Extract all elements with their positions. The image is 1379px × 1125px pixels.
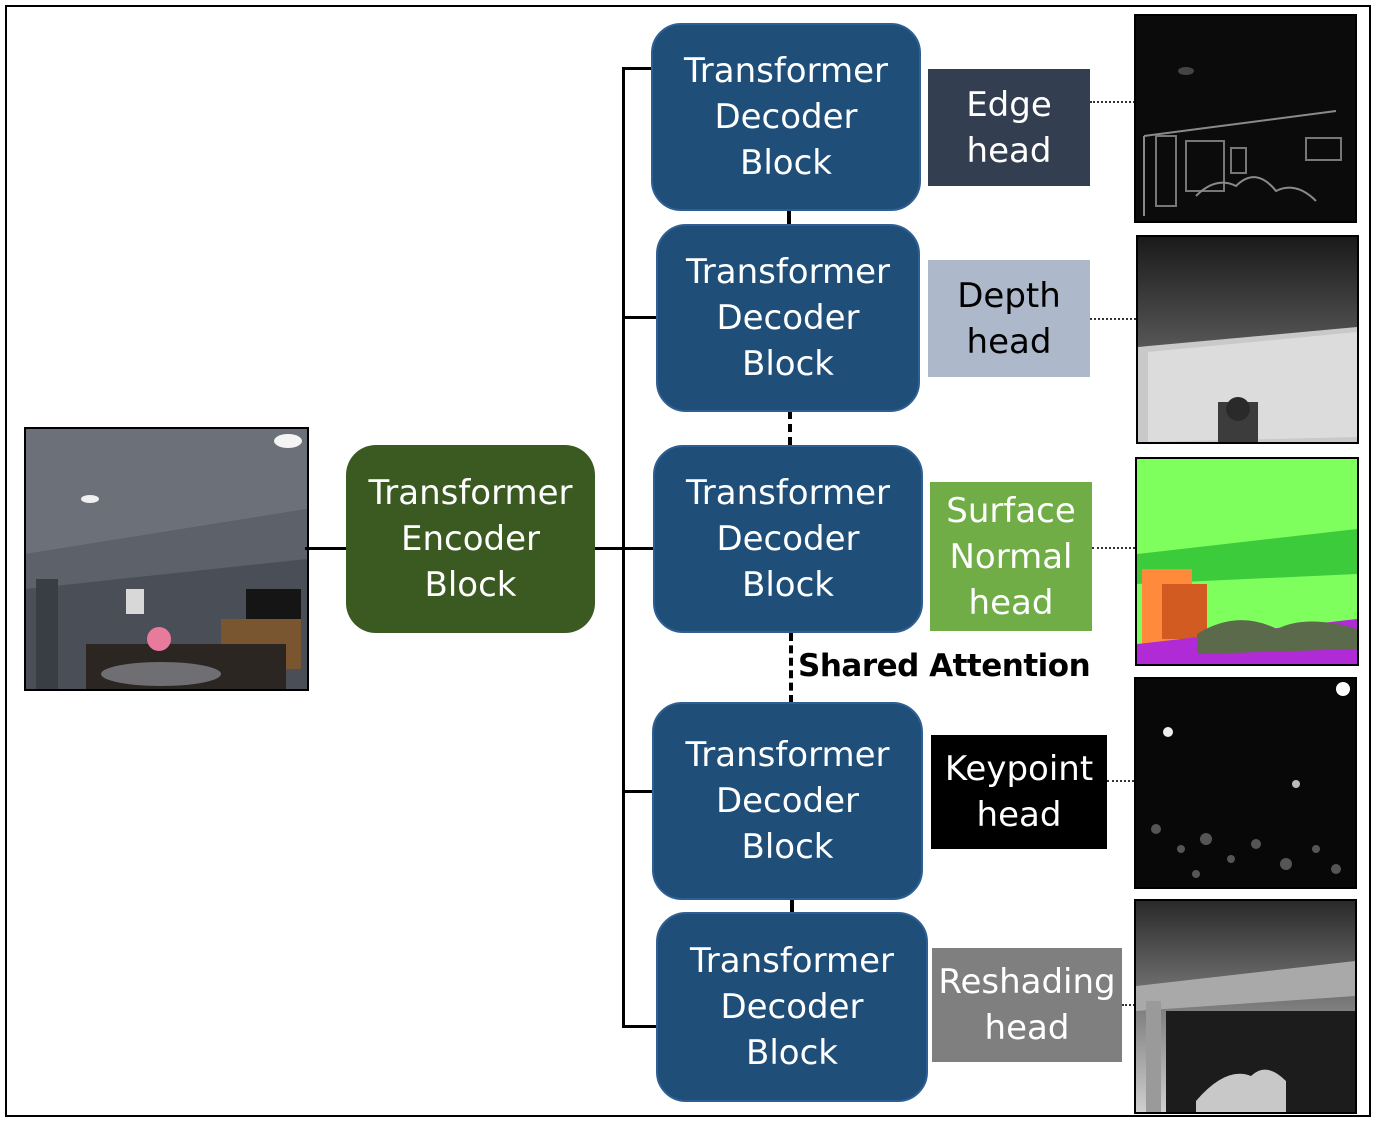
decoder-label-line-3: Block	[740, 143, 832, 183]
surface-normal-output-link	[1092, 547, 1135, 549]
decoder-label-line-1: Transformer	[685, 473, 891, 513]
bracket-branch-3	[622, 547, 654, 550]
surface-normal-head: Surface Normal head	[930, 482, 1092, 631]
decoder-label-line-1: Transformer	[683, 51, 889, 91]
decoder-label-line-2: Decoder	[716, 298, 860, 338]
reshading-head-line-2: head	[984, 1008, 1070, 1048]
surface-normal-head-line-3: head	[968, 582, 1054, 623]
reshading-output-link	[1122, 1004, 1135, 1006]
reshading-head: Reshading head	[932, 948, 1122, 1062]
decoder-label-line-3: Block	[746, 1033, 838, 1073]
decoder-label-line-3: Block	[742, 565, 834, 605]
depth-head-line-2: head	[966, 321, 1052, 362]
decoder-block-2: Transformer Decoder Block	[656, 224, 920, 412]
edge-head-line-2: head	[966, 130, 1052, 171]
attention-link-1-2	[787, 210, 791, 225]
surface-normal-output-image	[1135, 457, 1359, 666]
shared-attention-label: Shared Attention	[798, 648, 1091, 684]
depth-head-line-1: Depth	[957, 275, 1061, 316]
edge-output-link	[1090, 101, 1135, 103]
bracket-branch-4	[622, 790, 653, 793]
bracket-branch-5	[622, 1025, 657, 1028]
decoder-label-line-1: Transformer	[689, 941, 895, 981]
attention-link-2-3	[788, 411, 792, 445]
decoder-label-line-2: Decoder	[715, 781, 860, 821]
reshading-head-line-1: Reshading	[938, 962, 1116, 1002]
decoder-block-1: Transformer Decoder Block	[651, 23, 921, 211]
keypoint-head-line-1: Keypoint	[944, 749, 1094, 789]
encoder-label-line-2: Encoder	[400, 519, 540, 559]
connector-encoder-bracket	[595, 547, 625, 550]
keypoint-head-line-2: head	[976, 795, 1062, 835]
decoder-label-line-2: Decoder	[716, 519, 860, 559]
surface-normal-head-line-2: Normal	[949, 536, 1073, 577]
bracket-branch-2	[622, 316, 657, 319]
decoder-label-line-3: Block	[742, 344, 834, 384]
depth-output-link	[1090, 318, 1136, 320]
keypoint-output-link	[1107, 780, 1134, 782]
decoder-label-line-1: Transformer	[685, 252, 891, 292]
decoder-block-3: Transformer Decoder Block	[653, 445, 923, 633]
edge-head: Edge head	[928, 69, 1090, 186]
attention-link-4-5	[790, 900, 794, 913]
encoder-label-line-3: Block	[424, 565, 517, 605]
encoder-block: Transformer Encoder Block	[346, 445, 595, 633]
connector-image-encoder	[305, 547, 347, 550]
decoder-label-line-2: Decoder	[720, 987, 864, 1027]
depth-output-image	[1136, 235, 1359, 444]
input-image	[24, 427, 309, 691]
decoder-label-line-1: Transformer	[685, 735, 890, 775]
keypoint-output-image	[1134, 677, 1357, 889]
decoder-block-4: Transformer Decoder Block	[652, 702, 923, 900]
reshading-output-image	[1134, 899, 1357, 1114]
attention-link-3-4	[789, 633, 793, 703]
encoder-label-line-1: Transformer	[368, 473, 573, 513]
surface-normal-head-line-1: Surface	[946, 490, 1076, 531]
depth-head: Depth head	[928, 260, 1090, 377]
decoder-label-line-2: Decoder	[714, 97, 858, 137]
keypoint-head: Keypoint head	[931, 735, 1107, 849]
decoder-label-line-3: Block	[741, 827, 834, 867]
bracket-branch-1	[622, 67, 652, 70]
figure-frame	[5, 5, 1371, 1117]
edge-output-image	[1134, 14, 1357, 223]
decoder-block-5: Transformer Decoder Block	[656, 912, 928, 1102]
edge-head-line-1: Edge	[966, 84, 1052, 125]
